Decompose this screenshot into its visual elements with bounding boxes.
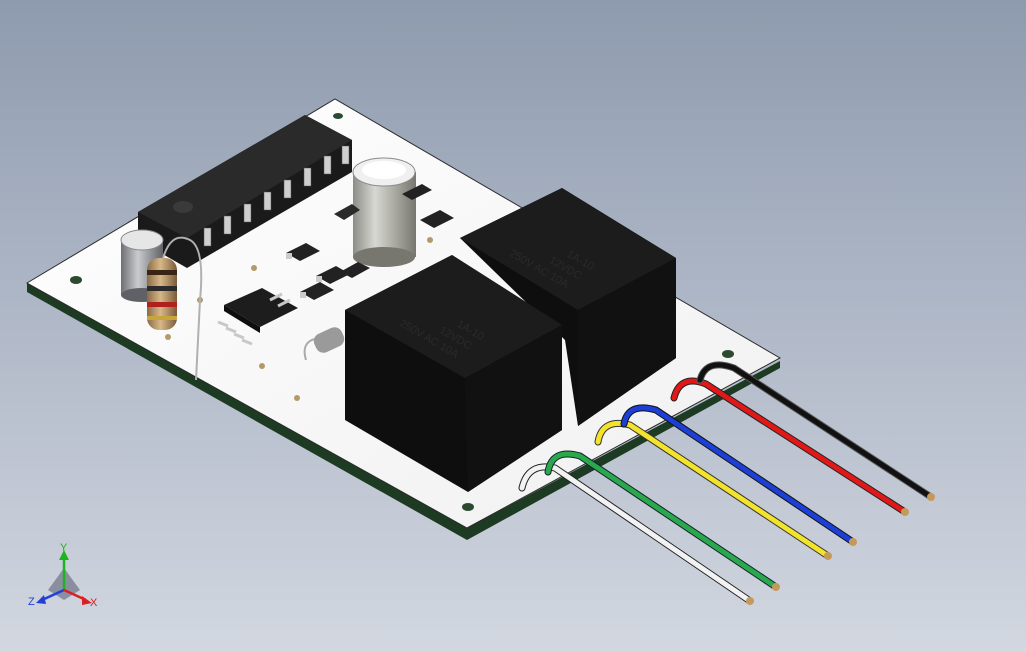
mounting-hole bbox=[333, 113, 343, 119]
axis-z-label: Z bbox=[28, 596, 35, 608]
electrolytic-capacitor[interactable] bbox=[352, 157, 416, 267]
relay-right[interactable]: 1A-10 12VDC 250V AC 10A bbox=[460, 188, 676, 426]
view-orientation-triad[interactable]: Y Z X bbox=[28, 542, 98, 609]
wire-white bbox=[519, 464, 753, 604]
resistor[interactable] bbox=[147, 236, 203, 381]
smd-resistor bbox=[286, 243, 320, 261]
axis-y-label: Y bbox=[60, 542, 68, 554]
wire-green bbox=[545, 451, 779, 590]
wire-blue bbox=[621, 405, 856, 545]
wire-yellow bbox=[595, 420, 831, 559]
smd-components[interactable] bbox=[286, 184, 454, 300]
wires[interactable] bbox=[518, 361, 935, 605]
smd-resistor bbox=[316, 266, 350, 284]
ic-pins bbox=[203, 145, 350, 247]
mounting-hole bbox=[70, 276, 82, 284]
wire-black bbox=[697, 362, 934, 500]
dip-ic-chip[interactable] bbox=[138, 115, 352, 268]
smd-resistor bbox=[402, 184, 432, 200]
soic-chip[interactable] bbox=[217, 288, 298, 346]
relay-left[interactable]: 1A-10 12VDC 250V AC 10A bbox=[345, 255, 562, 492]
mounting-hole bbox=[462, 503, 474, 511]
mounting-hole bbox=[722, 350, 734, 358]
axis-x-label: X bbox=[90, 597, 98, 609]
diode[interactable] bbox=[303, 325, 347, 361]
smd-resistor bbox=[334, 204, 360, 220]
wire-red bbox=[671, 378, 908, 515]
smd-resistor bbox=[420, 210, 454, 228]
smd-resistor bbox=[300, 282, 334, 300]
smd-resistor bbox=[340, 262, 370, 278]
